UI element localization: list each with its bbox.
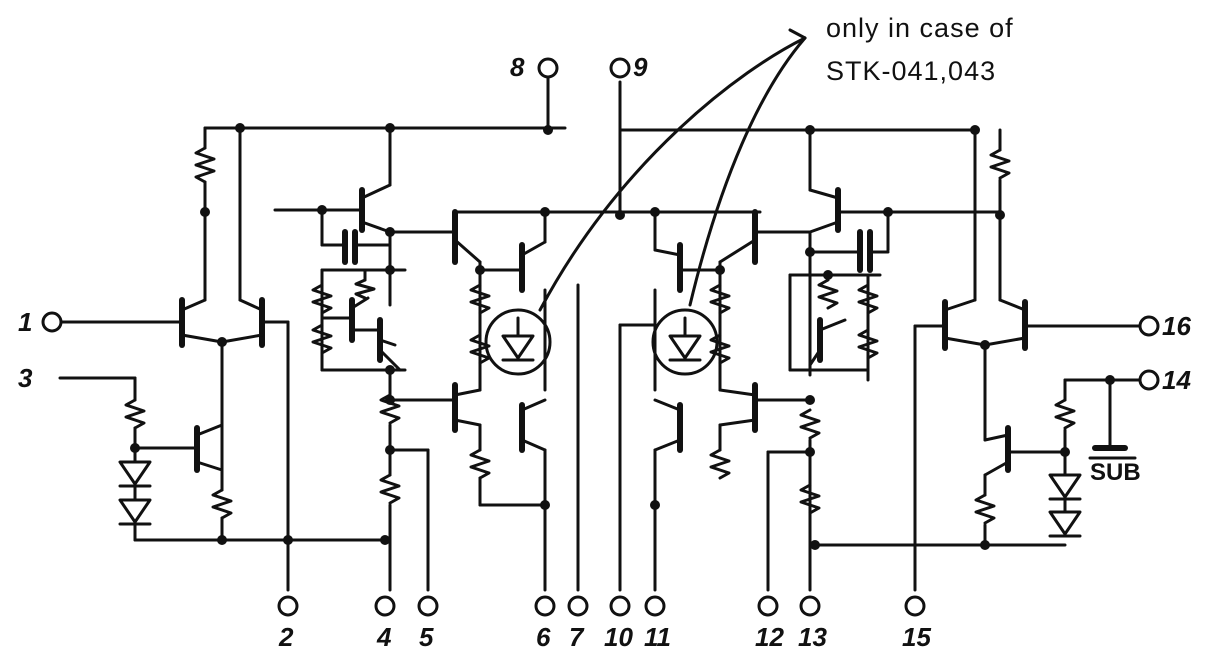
pin-7-label: 7	[569, 622, 585, 652]
pin-6-label: 6	[536, 622, 551, 652]
pin-13-label: 13	[798, 622, 827, 652]
substrate-label: SUB	[1090, 459, 1141, 486]
pin-2-terminal	[277, 595, 299, 617]
pin-9-label: 9	[633, 52, 648, 82]
note-line-1: only in case of	[826, 13, 1014, 43]
pin-4-terminal	[374, 595, 396, 617]
pin-5-label: 5	[419, 622, 434, 652]
center-left-power-stage	[452, 209, 580, 592]
left-input-stage	[58, 126, 387, 592]
pin-12-label: 12	[755, 622, 784, 652]
pin-15-terminal	[904, 595, 926, 617]
pin-16-label: 16	[1162, 311, 1191, 341]
pin-labels: 1 2 3 4 5 6 7 8 9 10 11 12 13 14 15 16	[18, 52, 1191, 652]
pin-14-label: 14	[1162, 365, 1191, 395]
pin-10-label: 10	[604, 622, 633, 652]
pin-13-terminal	[799, 595, 821, 617]
right-output-stage	[813, 128, 1142, 592]
pin-2-label: 2	[278, 622, 294, 652]
pin-8-label: 8	[510, 52, 525, 82]
note-line-2: STK-041,043	[826, 56, 996, 86]
right-driver-stage	[753, 128, 1002, 592]
pin-1-terminal	[41, 311, 63, 333]
pin-terminals	[41, 57, 1160, 617]
pin-11-terminal	[644, 595, 666, 617]
pin-4-label: 4	[376, 622, 392, 652]
pin-5-terminal	[417, 595, 439, 617]
pin-11-label: 11	[644, 622, 671, 652]
pin-1-label: 1	[18, 307, 32, 337]
pin-10-terminal	[609, 595, 631, 617]
pin-15-label: 15	[902, 622, 931, 652]
pin-16-terminal	[1138, 315, 1160, 337]
junction-dots	[130, 123, 1115, 550]
pin-8-terminal	[537, 57, 559, 79]
pin-3-label: 3	[18, 363, 33, 393]
pin-9-terminal	[609, 57, 631, 79]
pin-12-terminal	[757, 595, 779, 617]
supply-rail	[203, 80, 977, 217]
pin-14-terminal	[1138, 369, 1160, 391]
center-right-power-stage	[618, 209, 758, 592]
left-driver-stage	[273, 126, 457, 592]
note-pointer-lines	[538, 28, 807, 312]
pin-7-terminal	[567, 595, 589, 617]
pin-6-terminal	[534, 595, 556, 617]
